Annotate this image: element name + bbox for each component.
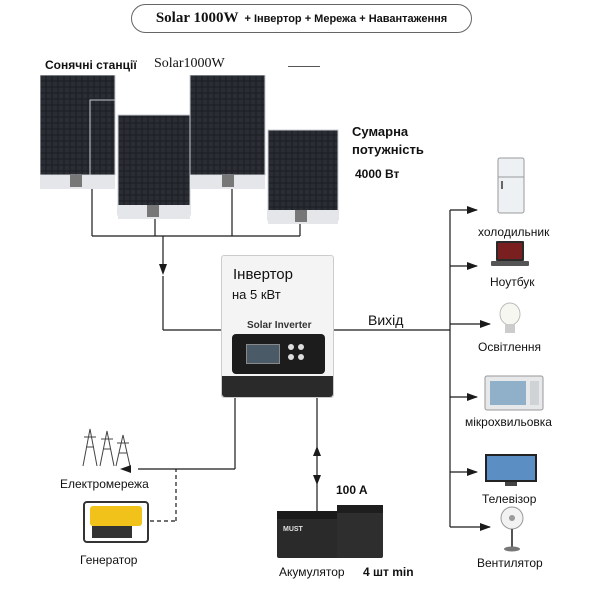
output-label: Вихід [368, 312, 404, 328]
solar-panels [40, 75, 339, 224]
load-label-microwave: мікрохвильовка [465, 415, 552, 429]
inverter-label-line2: на 5 кВт [232, 287, 281, 302]
load-label-fridge: холодильник [478, 225, 550, 239]
battery-count: 4 шт min [363, 565, 414, 579]
power-grid-icon [82, 428, 131, 467]
solar-panel-3 [189, 75, 266, 189]
battery-brand: MUST [283, 526, 304, 533]
total-label-line2: потужність [352, 142, 424, 157]
fridge-icon [497, 157, 525, 214]
inverter [221, 255, 334, 398]
divider [288, 66, 320, 67]
solar-panel-4 [267, 129, 339, 224]
inverter-brand: Solar Inverter [247, 320, 312, 331]
title-main: Solar 1000W [155, 10, 239, 26]
total-value: 4000 Вт [355, 167, 400, 181]
battery-label: Акумулятор [279, 565, 345, 579]
battery-icon: MUST [277, 505, 383, 558]
load-label-laptop: Ноутбук [490, 275, 535, 289]
fan-icon [500, 506, 524, 552]
load-label-fan: Вентилятор [477, 556, 543, 570]
solar-panel-2 [117, 114, 191, 219]
diagram-title: Solar 1000W + Інвертор + Мережа + Навант… [131, 4, 472, 33]
panels-model: Solar1000W [154, 56, 225, 71]
total-label-line1: Сумарна [352, 124, 409, 139]
load-label-tv: Телевізор [482, 492, 537, 506]
lightbulb-icon [499, 302, 521, 333]
inverter-display [246, 344, 280, 364]
generator-label: Генератор [80, 553, 138, 567]
panels-label: Сонячні станції [45, 58, 137, 72]
title-rest: + Інвертор + Мережа + Навантаження [244, 12, 448, 25]
laptop-icon [491, 241, 529, 266]
inverter-label-line1: Інвертор [233, 266, 293, 283]
tv-icon [485, 454, 537, 486]
grid-label: Електромережа [60, 477, 149, 491]
load-label-light: Освітлення [478, 340, 542, 354]
solar-panel-1 [40, 75, 116, 189]
microwave-icon [484, 375, 544, 411]
inverter-control-panel [232, 334, 325, 374]
battery-current: 100 A [336, 483, 368, 497]
generator-icon [83, 501, 149, 543]
